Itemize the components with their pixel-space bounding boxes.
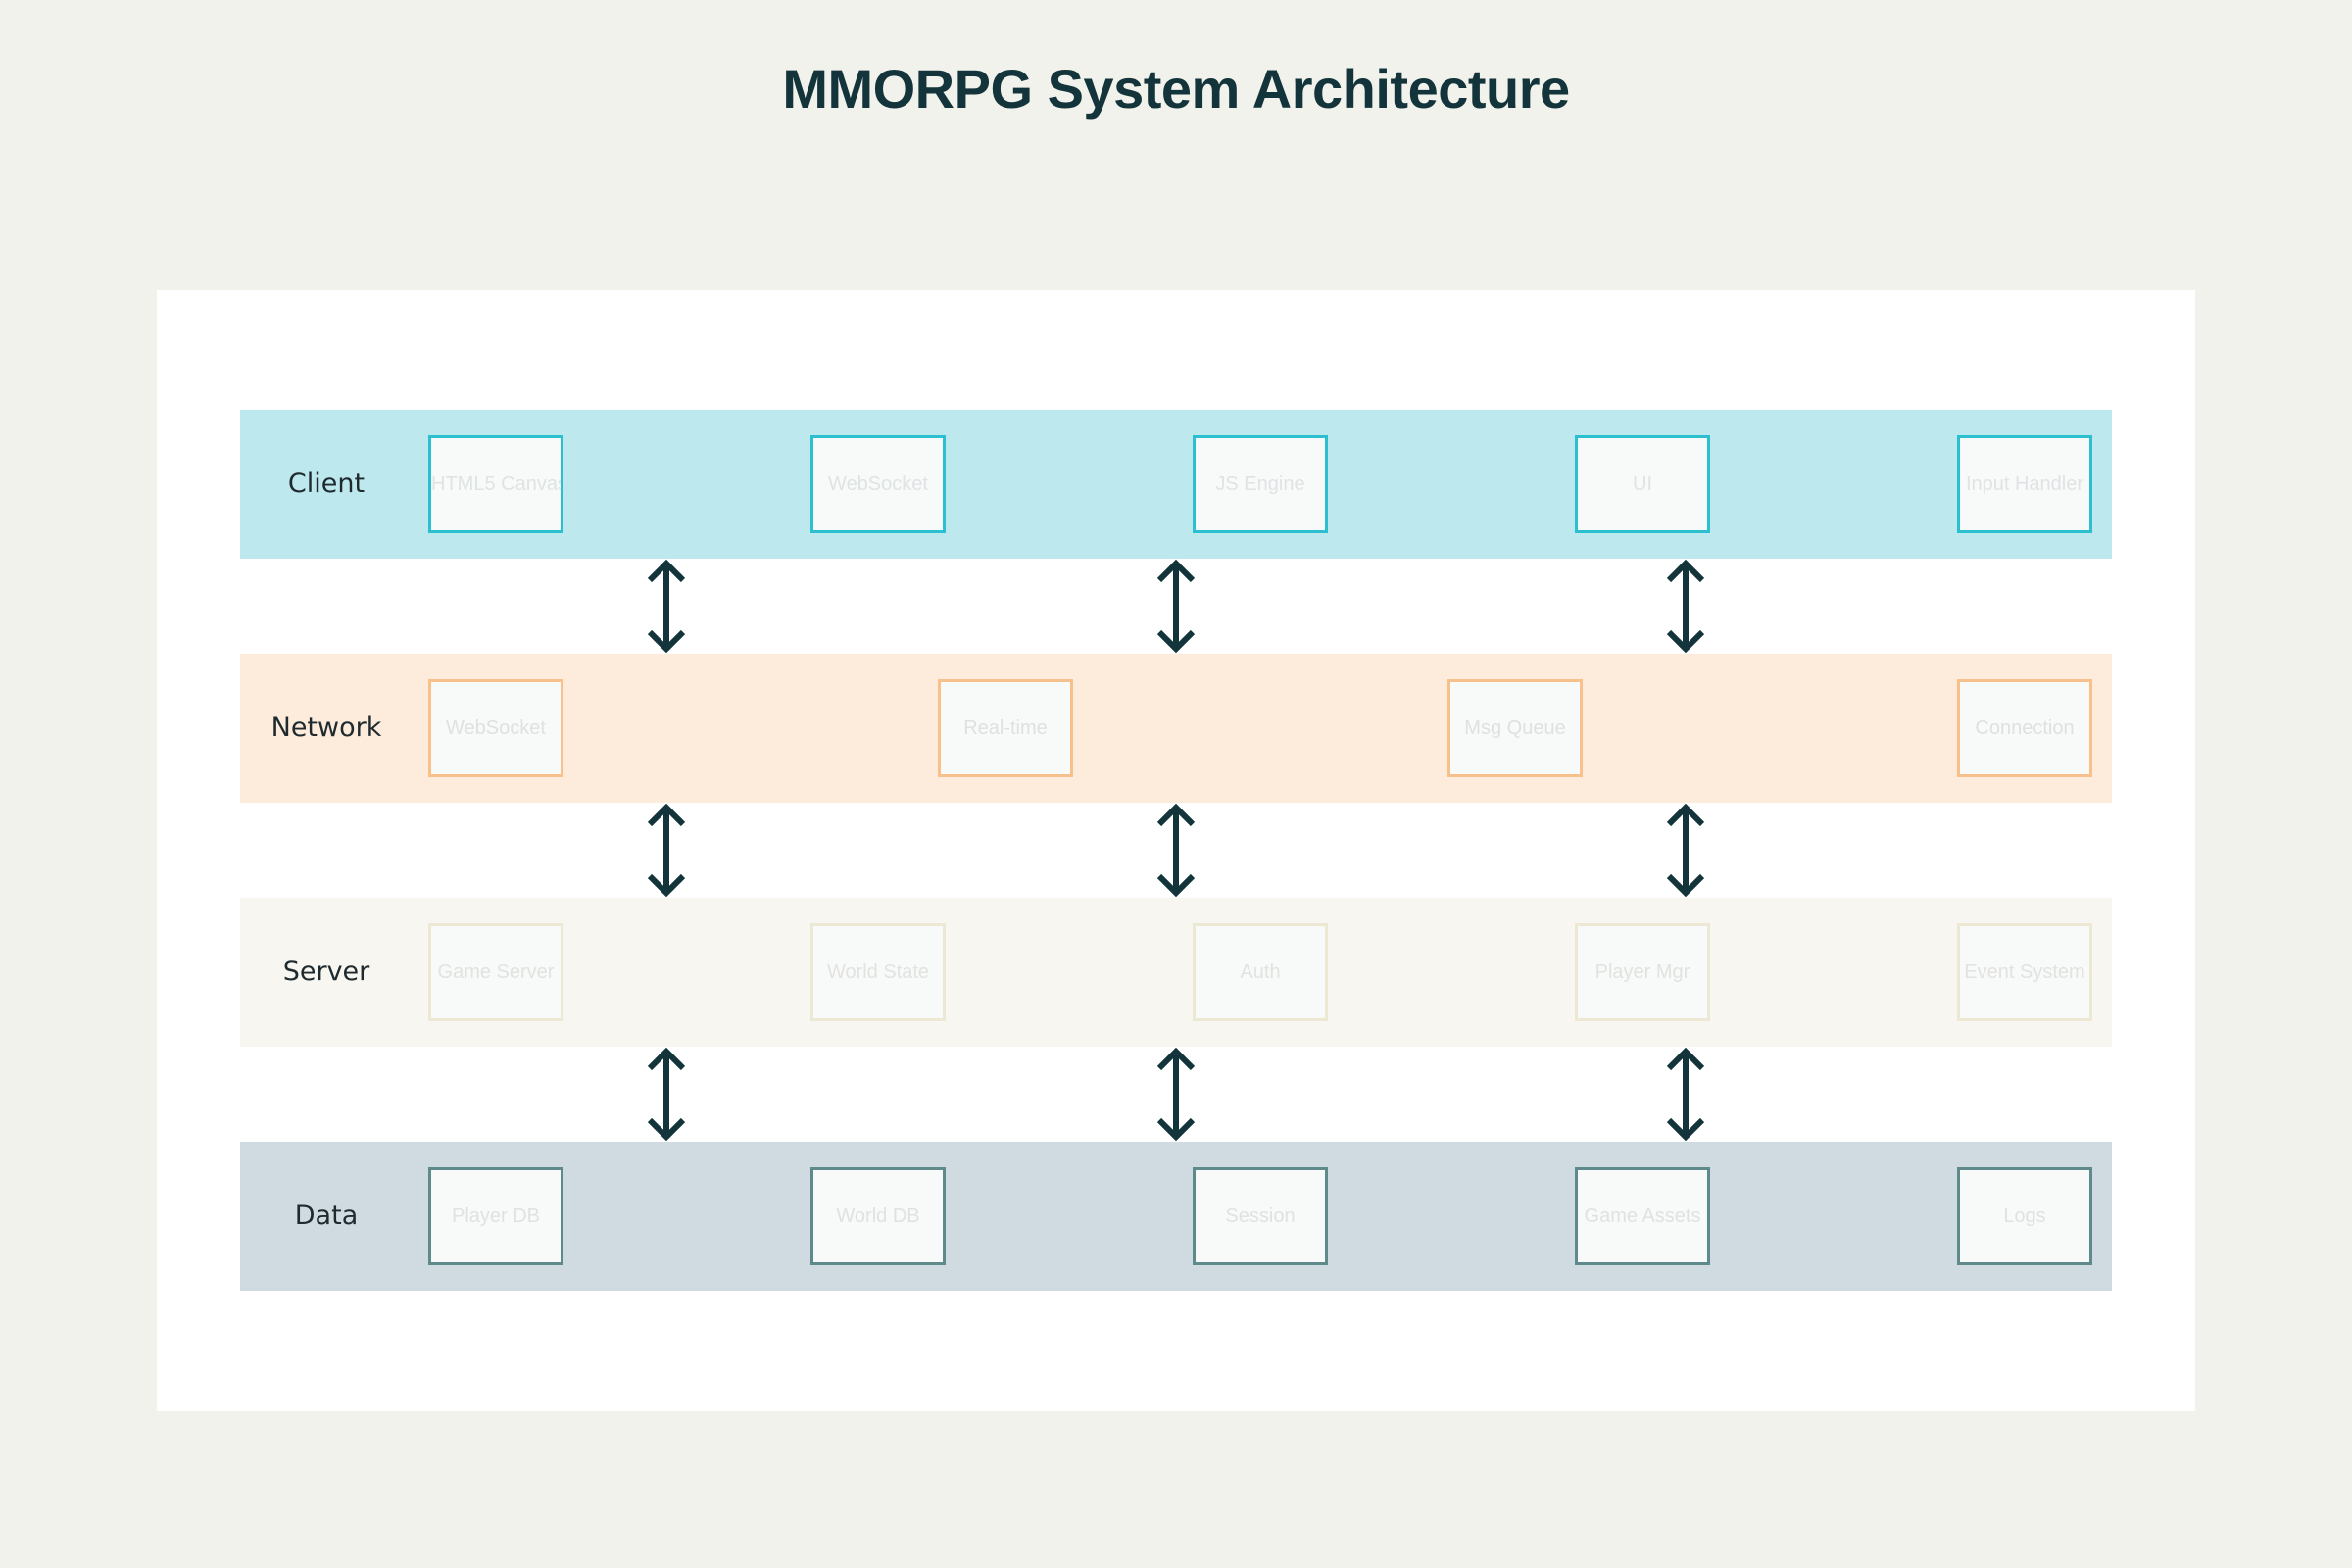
component-box[interactable]: World State (810, 923, 946, 1021)
layer-label-client: Client (287, 468, 366, 499)
layer-label-data: Data (294, 1200, 359, 1231)
component-box[interactable]: UI (1575, 435, 1710, 533)
component-box[interactable]: Player DB (428, 1167, 564, 1265)
component-box[interactable]: WebSocket (810, 435, 946, 533)
layer-label-server: Server (282, 956, 370, 987)
component-box[interactable]: HTML5 Canvas (428, 435, 564, 533)
component-box[interactable]: Logs (1957, 1167, 2092, 1265)
diagram-title: MMORPG System Architecture (782, 58, 1570, 120)
layer-label-network: Network (270, 712, 382, 743)
component-box[interactable]: WebSocket (428, 679, 564, 777)
component-box[interactable]: JS Engine (1193, 435, 1328, 533)
component-box[interactable]: Auth (1193, 923, 1328, 1021)
layer-network: Network WebSocket Real-time Msg Queue Connec… (240, 654, 2112, 803)
component-box[interactable]: Game Server (428, 923, 564, 1021)
component-box[interactable]: Real-time (938, 679, 1073, 777)
component-box[interactable]: Player Mgr (1575, 923, 1710, 1021)
layer-data: Data Player DB World DB Session Game Assets L… (240, 1142, 2112, 1291)
component-box[interactable]: Msg Queue (1447, 679, 1583, 777)
component-box[interactable]: Event System (1957, 923, 2092, 1021)
component-box[interactable]: Game Assets (1575, 1167, 1710, 1265)
component-box[interactable]: Connection (1957, 679, 2092, 777)
component-box[interactable]: Input Handler (1957, 435, 2092, 533)
layer-client: Client HTML5 Canvas WebSocket JS Engine UI In… (240, 410, 2112, 559)
layer-server: Server Game Server World State Auth Player M… (240, 898, 2112, 1047)
component-box[interactable]: Session (1193, 1167, 1328, 1265)
component-box[interactable]: World DB (810, 1167, 946, 1265)
